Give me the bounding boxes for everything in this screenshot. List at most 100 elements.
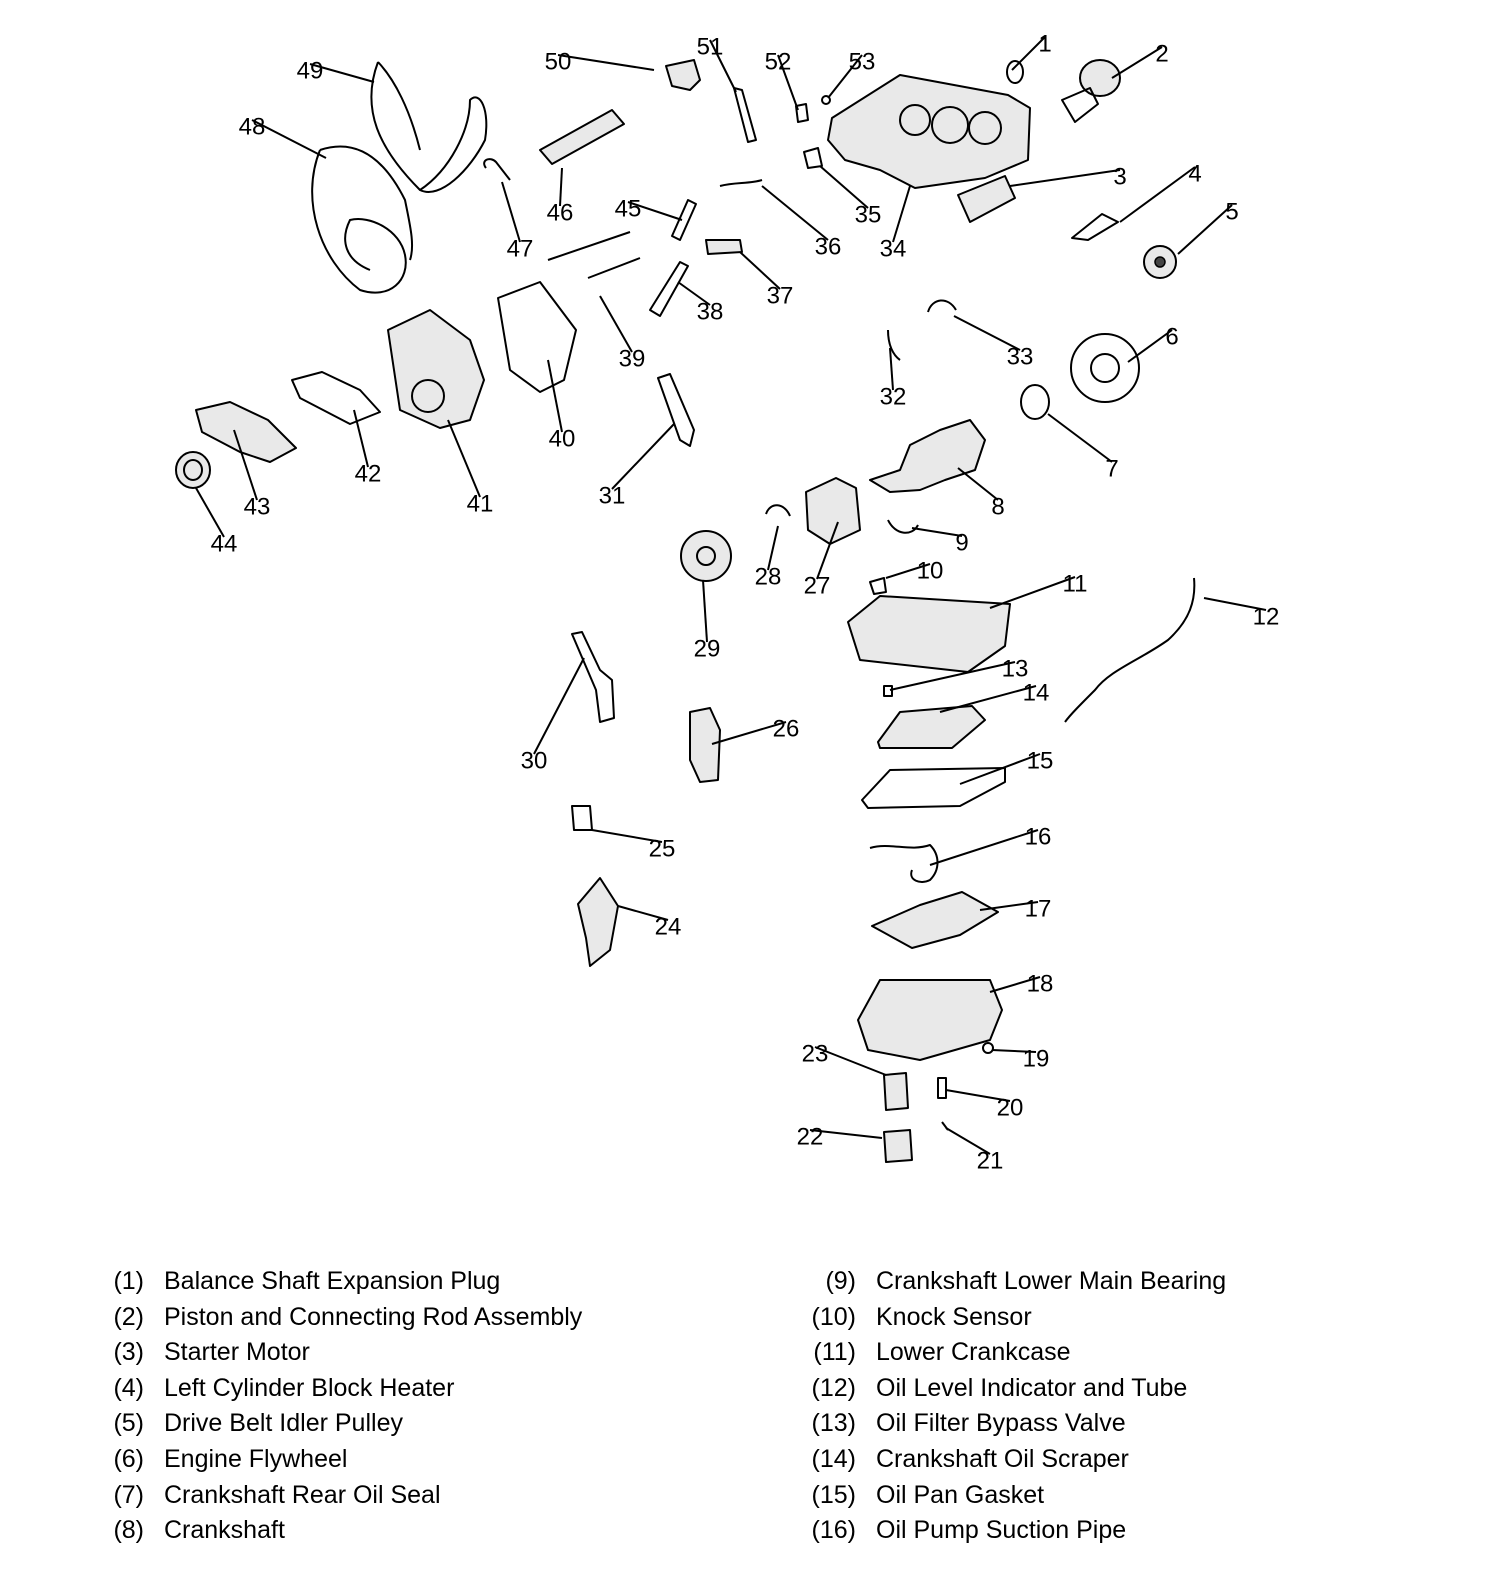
callout-number: 3 bbox=[1113, 163, 1126, 190]
callout-number: 36 bbox=[815, 233, 842, 260]
legend-number: (2) bbox=[113, 1302, 144, 1331]
callout-number: 31 bbox=[599, 482, 626, 509]
part-cylinder-bore bbox=[899, 104, 931, 136]
part-oil-scraper bbox=[877, 705, 986, 749]
part-thrust-bearing bbox=[887, 329, 901, 361]
legend-number: (10) bbox=[811, 1302, 856, 1331]
callout-leader-line bbox=[1127, 329, 1173, 363]
callout-leader-line bbox=[1111, 46, 1163, 79]
part-small-plug bbox=[821, 95, 831, 105]
part-retaining-clip bbox=[483, 158, 511, 181]
callout-leader-line bbox=[591, 829, 663, 843]
part-oil-filter-cap bbox=[883, 1129, 913, 1163]
part-chain-guide-bolt bbox=[733, 87, 757, 143]
callout-leader-line bbox=[767, 525, 779, 571]
part-front-cover-seal-bore bbox=[411, 379, 445, 413]
callout-number: 52 bbox=[765, 48, 792, 75]
part-knock-sensor bbox=[869, 577, 887, 595]
part-position-sensor bbox=[705, 239, 743, 255]
callout-number: 6 bbox=[1165, 323, 1178, 350]
callout-leader-line bbox=[617, 905, 669, 921]
legend-part-name: Drive Belt Idler Pulley bbox=[164, 1409, 403, 1438]
callout-number: 14 bbox=[1023, 679, 1050, 706]
callout-leader-line bbox=[1011, 36, 1046, 71]
part-chain-guide-upper bbox=[671, 199, 697, 241]
part-oil-pressure-sensor bbox=[803, 147, 823, 169]
part-oil-pan-gasket bbox=[861, 767, 1006, 809]
legend-number: (15) bbox=[811, 1480, 856, 1509]
part-starter-motor bbox=[957, 175, 1016, 223]
part-front-oil-seal bbox=[175, 451, 211, 489]
callout-leader-line bbox=[959, 753, 1041, 785]
callout-leader-line bbox=[447, 419, 481, 498]
legend-item: (6)Engine Flywheel bbox=[88, 1442, 728, 1478]
legend-number: (14) bbox=[811, 1444, 856, 1473]
legend-item: (2) Piston and Connecting Rod Assembly bbox=[88, 1300, 728, 1336]
legend-part-name: Crankshaft Lower Main Bearing bbox=[876, 1267, 1227, 1295]
legend-part-name: Balance Shaft Expansion Plug bbox=[164, 1267, 501, 1295]
legend-number: (6) bbox=[113, 1444, 144, 1473]
callout-leader-line bbox=[953, 315, 1021, 351]
part-idler-pulley-hub bbox=[1154, 256, 1166, 268]
callout-number: 13 bbox=[1002, 655, 1029, 682]
callout-leader-line bbox=[777, 54, 799, 111]
callout-number: 37 bbox=[767, 282, 794, 309]
callout-number: 23 bbox=[802, 1040, 829, 1067]
part-drain-plug bbox=[982, 1042, 994, 1054]
parts-legend-left: (1)Balance Shaft Expansion Plug (2) Pisto… bbox=[88, 1264, 728, 1549]
callout-leader-line bbox=[979, 901, 1039, 911]
part-front-cover-gasket bbox=[497, 281, 577, 393]
legend-number: (3) bbox=[113, 1338, 144, 1367]
part-cylinder-block bbox=[827, 74, 1031, 189]
part-upper-bearing bbox=[927, 299, 957, 313]
callout-leader-line bbox=[885, 563, 931, 579]
callout-leader-line bbox=[599, 295, 633, 353]
callout-leader-line bbox=[816, 521, 839, 580]
part-oil-filter bbox=[883, 1072, 909, 1111]
callout-leader-line bbox=[989, 576, 1076, 609]
callout-number: 35 bbox=[855, 201, 882, 228]
callout-leader-line bbox=[911, 527, 963, 537]
callout-number: 38 bbox=[697, 298, 724, 325]
legend-part-name: Piston and Connecting Rod Assembly bbox=[164, 1302, 583, 1331]
part-crankshaft-balancer bbox=[680, 530, 732, 582]
callout-number: 51 bbox=[697, 33, 724, 60]
legend-part-name: Oil Pan Gasket bbox=[876, 1480, 1045, 1509]
callout-number: 45 bbox=[615, 195, 642, 222]
callout-number: 9 bbox=[955, 529, 968, 556]
callout-number: 29 bbox=[694, 635, 721, 662]
callout-number: 50 bbox=[545, 48, 572, 75]
callout-number: 48 bbox=[239, 113, 266, 140]
callout-number: 5 bbox=[1225, 198, 1238, 225]
callout-leader-line bbox=[809, 1129, 883, 1139]
callout-number: 27 bbox=[804, 572, 831, 599]
legend-item: (1)Balance Shaft Expansion Plug bbox=[88, 1264, 728, 1300]
callout-leader-line bbox=[827, 54, 863, 99]
callout-leader-line bbox=[945, 1127, 991, 1155]
legend-part-name: Crankshaft bbox=[164, 1516, 285, 1545]
callout-leader-line bbox=[1203, 597, 1267, 611]
part-wire-harness bbox=[547, 231, 641, 279]
part-oil-baffle bbox=[871, 891, 999, 949]
callout-number: 7 bbox=[1105, 455, 1118, 482]
part-water-pump bbox=[195, 401, 297, 463]
part-chain-guide-lower bbox=[657, 373, 695, 447]
part-lower-crankcase bbox=[847, 595, 1011, 673]
legend-part-name: Oil Pump Suction Pipe bbox=[876, 1516, 1127, 1545]
legend-number: (7) bbox=[113, 1480, 144, 1509]
part-flywheel bbox=[1070, 333, 1140, 403]
callout-number: 1 bbox=[1038, 30, 1051, 57]
legend-number: (11) bbox=[813, 1338, 856, 1367]
part-camshaft-sensor bbox=[719, 179, 763, 187]
callout-leader-line bbox=[957, 467, 999, 501]
part-chain-tensioner bbox=[649, 261, 689, 317]
callout-leader-line bbox=[761, 185, 829, 241]
part-oil-pan bbox=[857, 979, 1003, 1061]
callout-leader-line bbox=[739, 251, 781, 290]
legend-item: (13)Oil Filter Bypass Valve bbox=[800, 1406, 1460, 1442]
part-rear-oil-seal bbox=[1020, 384, 1050, 420]
callout-number: 30 bbox=[521, 747, 548, 774]
legend-item: (12)Oil Level Indicator and Tube bbox=[800, 1371, 1460, 1407]
callout-number: 42 bbox=[355, 460, 382, 487]
callout-leader-line bbox=[1009, 169, 1121, 187]
